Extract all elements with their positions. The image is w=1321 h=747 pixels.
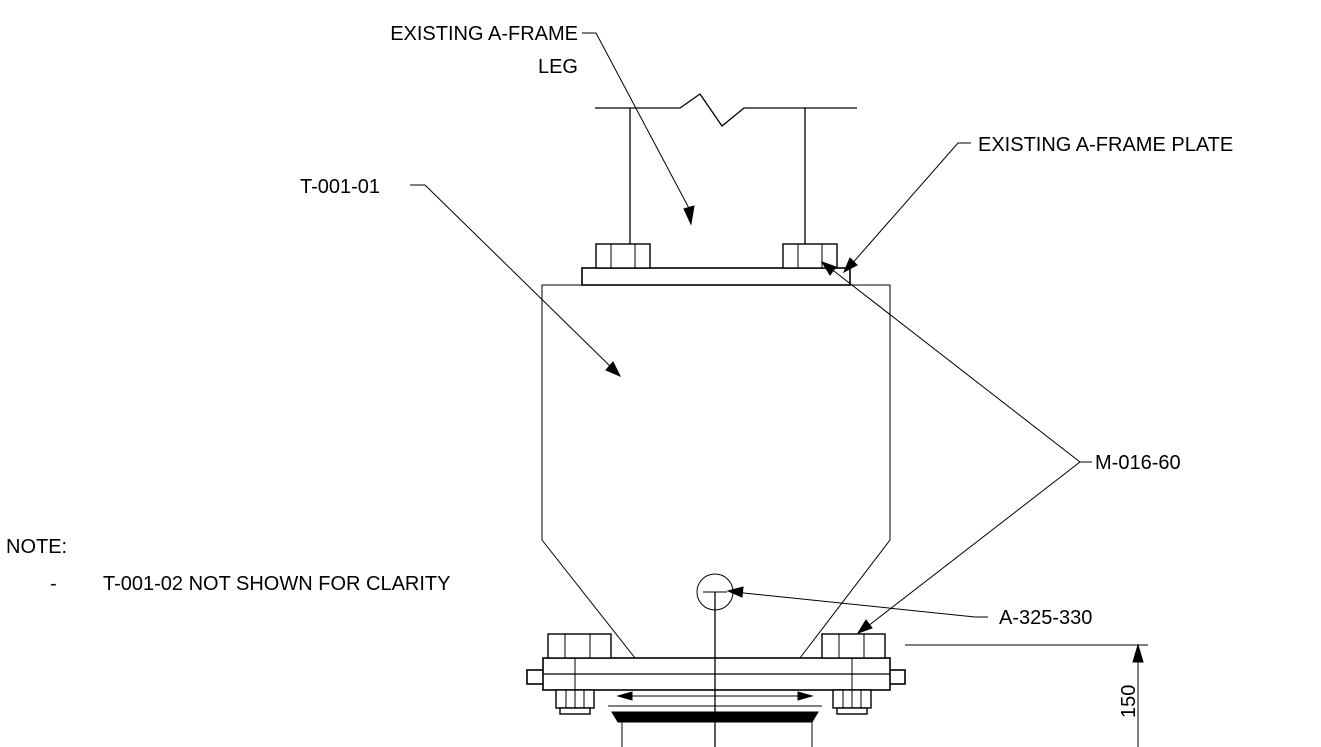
bottom-left-bolt [547,633,612,715]
note-bullet: - [50,573,57,595]
label-t-001-01: T-001-01 [300,176,380,198]
existing-a-frame-plate [581,267,851,286]
note-text: T-001-02 NOT SHOWN FOR CLARITY [103,573,450,595]
bottom-right-bolt [821,633,886,715]
leader-existing-plate [842,142,971,274]
leader-m-016-60 [820,261,1092,634]
label-existing-plate: EXISTING A-FRAME PLATE [978,134,1233,156]
label-a-325-330: A-325-330 [999,607,1092,629]
dimension-150-label: 150 [1118,685,1140,718]
label-m-016-60: M-016-60 [1095,452,1181,474]
leader-t-001-01 [410,184,622,377]
dimension-150: 150 [905,643,1148,747]
note-title: NOTE: [6,536,67,558]
lower-flange-assembly [526,592,906,747]
label-existing-leg-line2: LEG [538,56,578,78]
top-left-bolt [595,243,651,269]
leader-a-325-330 [726,586,988,618]
existing-a-frame-leg [595,93,857,268]
leader-existing-leg [582,32,695,226]
t-001-01-body [541,284,891,659]
label-existing-leg-line1: EXISTING A-FRAME [390,23,578,45]
